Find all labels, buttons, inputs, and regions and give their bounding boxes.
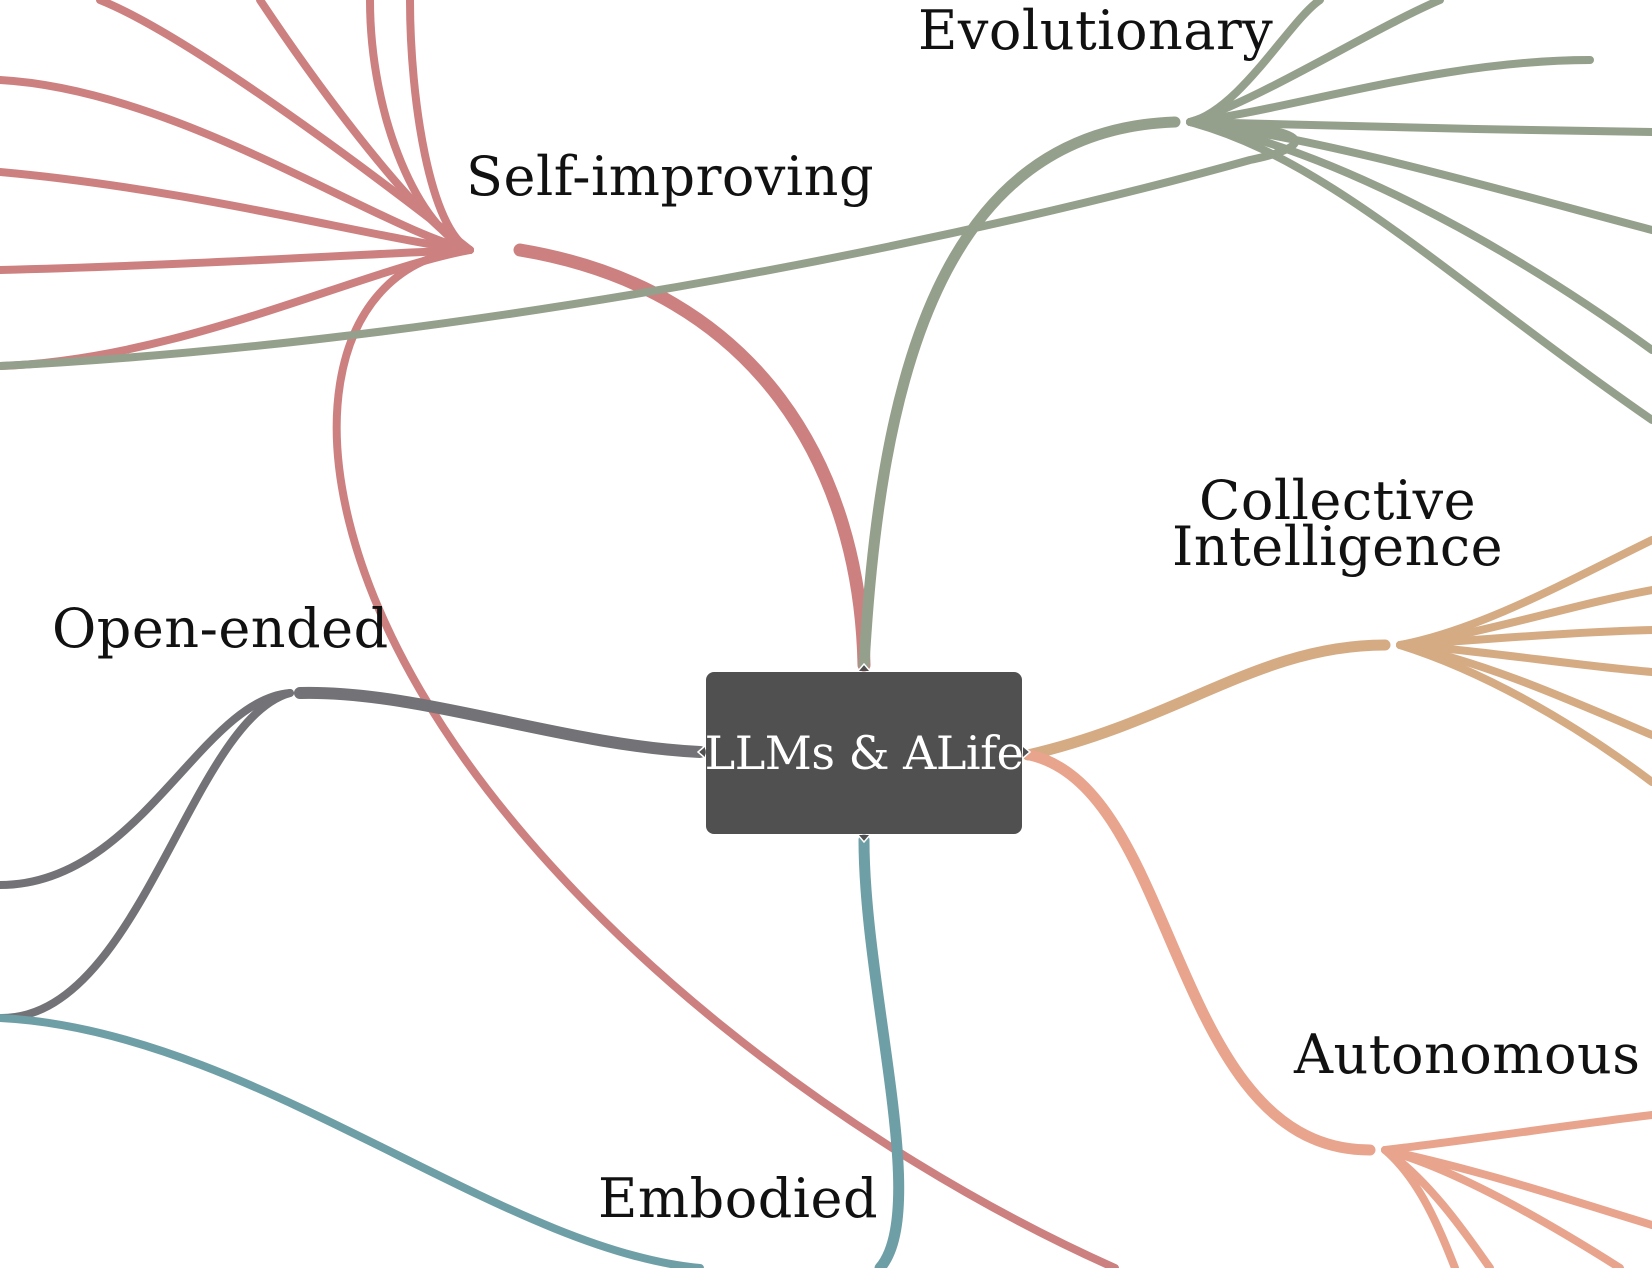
branch-self-improving-connectors — [0, 0, 1119, 1268]
connector-autonomous-5 — [1381, 1146, 1459, 1268]
chevron-handle-icon[interactable] — [694, 745, 708, 759]
connector-main-autonomous — [1024, 749, 1376, 1156]
connector-main-collective-intelligence — [1022, 639, 1391, 761]
connector-evolutionary-2 — [1186, 0, 1444, 126]
chevron-handle-icon[interactable] — [857, 832, 871, 846]
branch-label-autonomous[interactable]: Autonomous — [1294, 1023, 1641, 1086]
branch-label-embodied[interactable]: Embodied — [598, 1167, 879, 1230]
connector-open-ended-2 — [0, 689, 294, 1023]
connector-open-ended-1 — [0, 689, 294, 889]
connector-self-improving-8 — [332, 246, 1119, 1268]
branch-label-collective-line2: Intelligence — [1172, 515, 1504, 578]
branch-label-collective-intelligence[interactable]: Collective Intelligence — [1172, 469, 1504, 578]
connector-evolutionary-8 — [0, 118, 1299, 370]
branch-autonomous-connectors — [1024, 749, 1652, 1268]
branch-evolutionary-connectors — [0, 0, 1652, 671]
connector-embodied-1 — [0, 1014, 704, 1268]
branch-label-open-ended[interactable]: Open-ended — [52, 597, 389, 660]
connector-evolutionary-6 — [1186, 118, 1652, 354]
branch-label-evolutionary[interactable]: Evolutionary — [918, 0, 1274, 62]
chevron-handle-icon[interactable] — [857, 660, 871, 674]
connector-self-improving-6 — [0, 246, 474, 274]
branch-embodied-connectors — [0, 834, 905, 1268]
branch-label-self-improving[interactable]: Self-improving — [466, 145, 875, 208]
connector-collective-4 — [1396, 641, 1652, 676]
connector-autonomous-3 — [1381, 1146, 1624, 1268]
connector-evolutionary-7 — [1186, 118, 1652, 424]
central-topic-node[interactable]: LLMs & ALife — [704, 672, 1024, 834]
connector-self-improving-5 — [0, 168, 474, 254]
connector-collective-3 — [1396, 626, 1652, 649]
connector-main-self-improving — [513, 243, 871, 672]
connector-self-improving-9 — [406, 0, 474, 254]
connector-main-embodied — [858, 834, 905, 1268]
connector-evolutionary-3 — [1186, 56, 1594, 126]
branch-open-ended-connectors — [0, 686, 706, 1023]
connector-collective-6 — [1396, 641, 1652, 786]
connector-self-improving-4 — [0, 76, 474, 254]
connector-main-evolutionary — [858, 116, 1181, 671]
connector-main-open-ended — [294, 686, 706, 758]
central-topic-label: LLMs & ALife — [704, 726, 1024, 780]
chevron-handle-icon[interactable] — [1020, 745, 1034, 759]
branch-collective-intelligence-connectors — [1022, 536, 1652, 786]
branch-label-collective-line1: Collective — [1199, 469, 1477, 532]
connector-evolutionary-5 — [1186, 118, 1652, 234]
connector-autonomous-1 — [1381, 1111, 1652, 1154]
connector-self-improving-3 — [96, 0, 474, 254]
